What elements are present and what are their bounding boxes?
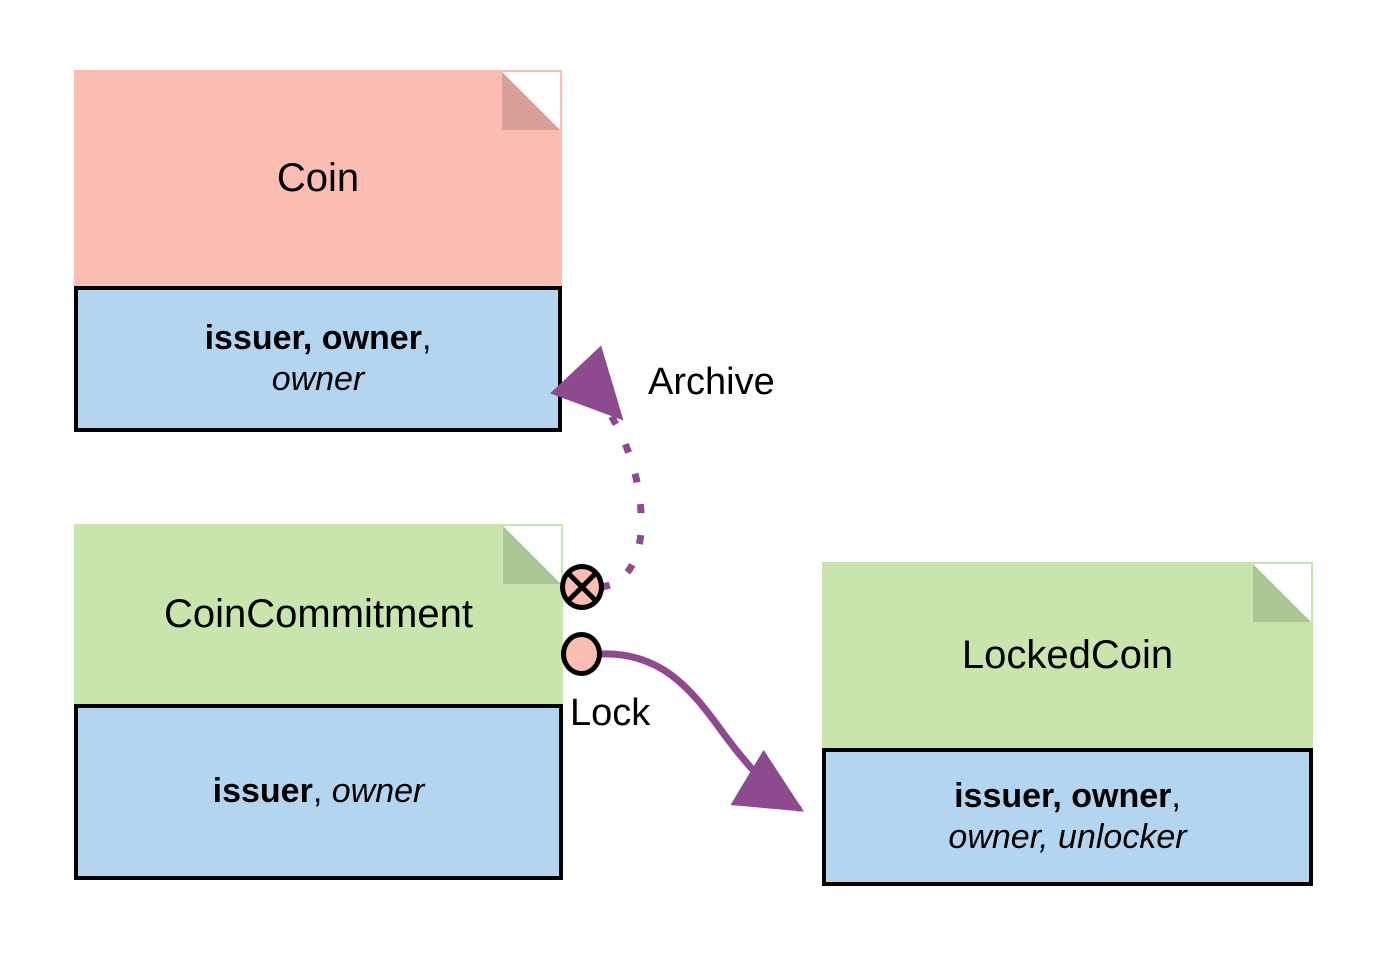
archive-edge-label: Archive xyxy=(648,361,775,403)
node-coin-commitment-header: CoinCommitment xyxy=(74,524,563,704)
node-locked-coin-title: LockedCoin xyxy=(961,633,1174,677)
folded-corner-icon xyxy=(1253,564,1311,622)
lock-edge-label: Lock xyxy=(570,692,651,734)
node-coin-commitment-attr-bold: issuer xyxy=(212,772,313,811)
node-locked-coin[interactable]: LockedCoin issuer, owner, owner, unlocke… xyxy=(822,562,1313,886)
node-coin-attr-bold: issuer, owner xyxy=(204,318,422,357)
node-coin-title: Coin xyxy=(276,156,360,200)
lock-port[interactable] xyxy=(561,632,602,676)
node-coin-attr-comma: , xyxy=(421,318,432,357)
node-coin-commitment[interactable]: CoinCommitment issuer, owner xyxy=(74,524,563,880)
node-coin-commitment-attr-sep: , xyxy=(312,772,332,811)
circle-x-icon xyxy=(566,571,598,603)
node-locked-coin-header: LockedCoin xyxy=(822,562,1313,748)
node-coin[interactable]: Coin issuer, owner, owner xyxy=(74,70,562,432)
node-coin-attributes: issuer, owner, owner xyxy=(74,286,562,432)
folded-corner-icon xyxy=(502,72,560,130)
node-coin-commitment-attr-italic: owner xyxy=(331,772,425,811)
node-coin-attr-italic: owner xyxy=(271,360,365,398)
node-locked-coin-attributes: issuer, owner, owner, unlocker xyxy=(822,748,1313,886)
archive-edge[interactable] xyxy=(550,345,645,591)
node-coin-header: Coin xyxy=(74,70,562,286)
node-coin-commitment-attributes: issuer, owner xyxy=(74,704,563,880)
node-locked-coin-attr-bold: issuer, owner xyxy=(954,776,1172,815)
node-coin-commitment-title: CoinCommitment xyxy=(164,592,473,636)
folded-corner-icon xyxy=(503,526,561,584)
archive-port[interactable] xyxy=(560,564,604,610)
node-locked-coin-attr-comma: , xyxy=(1171,776,1181,815)
node-locked-coin-attr-italic: owner, unlocker xyxy=(948,818,1187,856)
